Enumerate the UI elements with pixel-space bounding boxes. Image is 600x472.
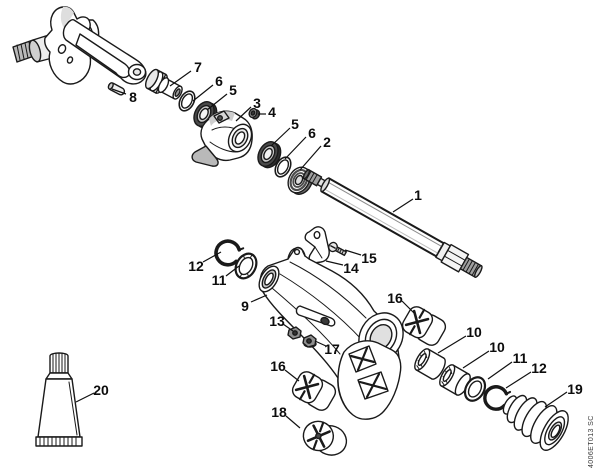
callout-12-right: 12 xyxy=(505,360,547,389)
callout-5-lower: 5 xyxy=(270,116,299,147)
damper-round xyxy=(302,420,348,456)
callout-label: 18 xyxy=(271,404,287,420)
callout-label: 17 xyxy=(324,341,340,357)
callout-label: 10 xyxy=(489,339,505,355)
callout-9: 9 xyxy=(241,294,268,314)
callout-label: 11 xyxy=(513,350,528,366)
drawing-number: 4006ET013 SC xyxy=(588,415,595,468)
needle-bearing-1 xyxy=(414,348,446,380)
screw xyxy=(328,241,348,257)
callout-label: 6 xyxy=(215,73,223,89)
callout-label: 5 xyxy=(291,116,299,132)
callout-label: 2 xyxy=(323,134,331,150)
callout-8: 8 xyxy=(111,88,137,105)
bellows-boot xyxy=(502,394,569,451)
callout-10-a: 10 xyxy=(437,324,482,354)
callout-16-right: 16 xyxy=(387,290,415,314)
callout-label: 12 xyxy=(188,258,204,274)
callout-6-upper: 6 xyxy=(192,73,223,102)
callout-label: 10 xyxy=(466,324,482,340)
control-arm-assembly xyxy=(12,6,147,85)
callout-14: 14 xyxy=(325,260,359,276)
swivel-bushing xyxy=(144,68,183,100)
grease-tube xyxy=(35,352,83,447)
callout-label: 8 xyxy=(129,89,137,105)
callout-19: 19 xyxy=(544,381,583,408)
callout-label: 4 xyxy=(268,104,276,120)
callout-label: 20 xyxy=(93,382,109,398)
damper-plug-right xyxy=(401,306,447,346)
callout-13: 13 xyxy=(269,313,294,332)
callout-12-left: 12 xyxy=(188,251,222,274)
callout-7: 7 xyxy=(169,59,202,87)
callout-label: 6 xyxy=(308,125,316,141)
drive-shaft xyxy=(302,168,483,278)
callout-label: 15 xyxy=(361,250,377,266)
washer-left xyxy=(234,252,258,280)
callout-label: 7 xyxy=(194,59,202,75)
callout-label: 13 xyxy=(269,313,285,329)
callout-label: 9 xyxy=(241,298,249,314)
cap-nut xyxy=(248,107,261,120)
callout-label: 5 xyxy=(229,82,237,98)
callout-15: 15 xyxy=(344,249,377,266)
callouts: 7 8 6 5 3 4 5 6 2 1 15 14 12 11 9 13 17 … xyxy=(75,59,583,429)
washer-right xyxy=(463,376,487,402)
callout-label: 1 xyxy=(414,187,422,203)
callout-label: 11 xyxy=(212,272,227,288)
callout-11-right: 11 xyxy=(487,350,528,380)
callout-4: 4 xyxy=(258,104,276,120)
callout-11-left: 11 xyxy=(212,265,240,288)
callout-18: 18 xyxy=(271,404,301,429)
callout-label: 19 xyxy=(567,381,583,397)
callout-label: 12 xyxy=(531,360,547,376)
sealing-ring-lower xyxy=(257,141,282,169)
callout-label: 14 xyxy=(343,260,359,276)
damper-plug-mid xyxy=(291,371,337,411)
callout-label: 3 xyxy=(253,95,261,111)
gear-housing xyxy=(258,246,404,420)
callout-10-b: 10 xyxy=(462,339,505,369)
clamp-body xyxy=(191,110,253,167)
callout-1: 1 xyxy=(392,187,422,213)
o-ring-upper xyxy=(178,90,196,112)
callout-17: 17 xyxy=(314,340,340,357)
callout-label: 16 xyxy=(270,358,286,374)
callout-5-upper: 5 xyxy=(206,82,237,111)
o-ring-lower xyxy=(274,156,292,178)
callout-6-lower: 6 xyxy=(284,125,316,160)
callout-16-mid: 16 xyxy=(270,358,300,382)
callout-2: 2 xyxy=(299,134,331,171)
callout-20: 20 xyxy=(75,382,109,403)
callout-3: 3 xyxy=(235,95,261,122)
callout-label: 16 xyxy=(387,290,403,306)
lock-nut xyxy=(302,334,317,348)
needle-bearing-2 xyxy=(439,364,471,396)
